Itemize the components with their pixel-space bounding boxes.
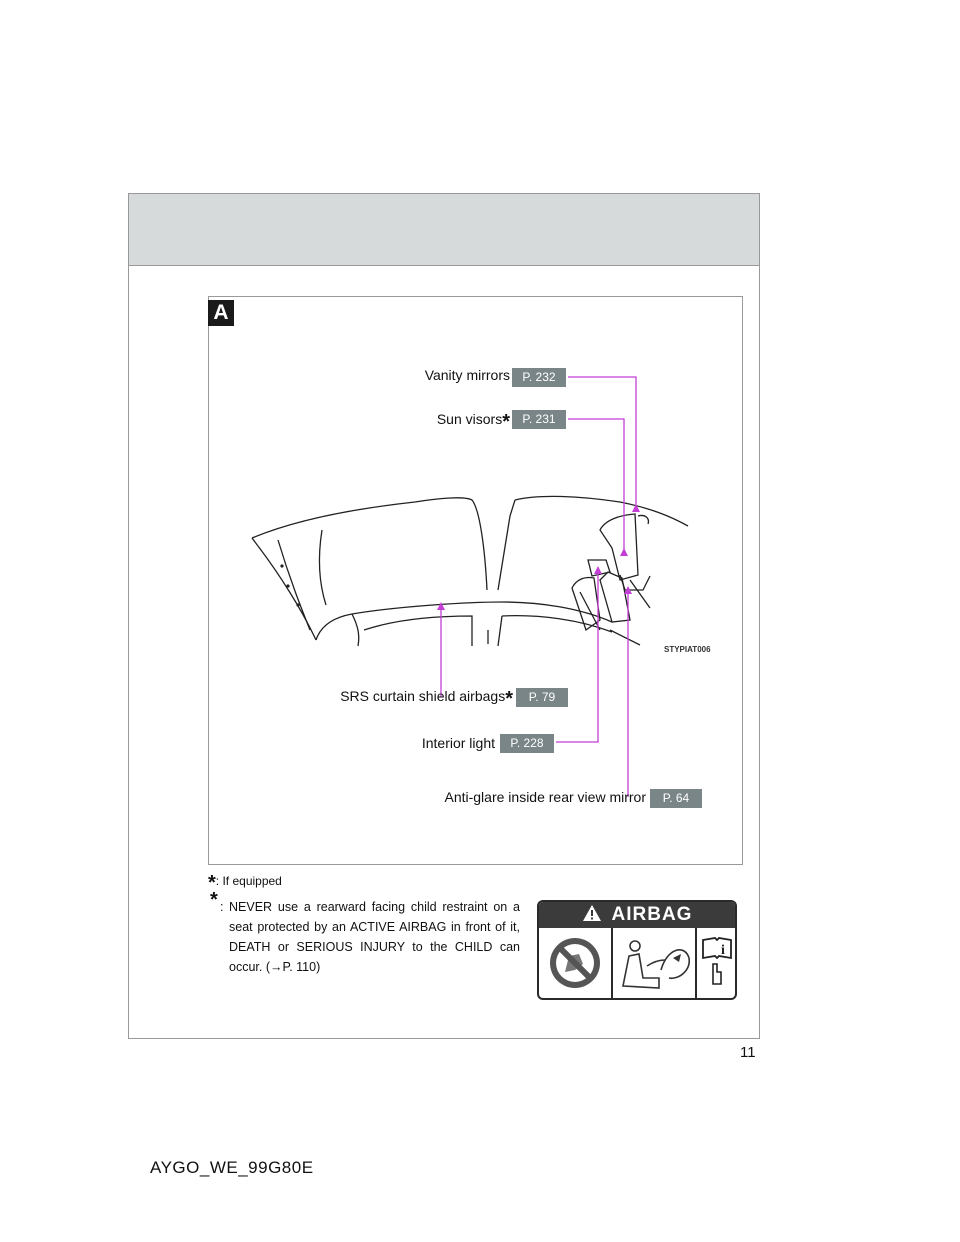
srs-curtain-page-ref[interactable]: P. 79	[516, 688, 568, 707]
callout-vanity-mirrors: Vanity mirrors	[425, 367, 510, 383]
no-rear-facing-seat-cell	[539, 928, 613, 998]
warning-asterisk: *	[210, 889, 218, 911]
footnote-text: : If equipped	[215, 874, 282, 888]
airbag-label-header: AIRBAG	[539, 902, 735, 928]
airbag-warning-label: AIRBAG i	[537, 900, 737, 1000]
sun-visors-asterisk: *	[502, 411, 510, 433]
cabin-ceiling-illustration	[251, 495, 689, 647]
page-frame	[128, 193, 760, 1039]
sun-visors-page-ref[interactable]: P. 231	[512, 410, 566, 429]
srs-curtain-label: SRS curtain shield airbags	[340, 688, 506, 704]
callout-sun-visors: Sun visors*	[436, 411, 510, 432]
document-code: AYGO_WE_99G80E	[150, 1158, 314, 1177]
child-restraint-warning: *: NEVER use a rearward facing child res…	[210, 889, 520, 977]
callout-interior-light: Interior light	[422, 735, 495, 751]
no-child-seat-icon	[550, 938, 600, 988]
footnote-if-equipped: *: If equipped	[208, 873, 282, 893]
srs-curtain-asterisk: *	[505, 688, 513, 710]
svg-text:i: i	[721, 943, 725, 958]
anti-glare-page-ref[interactable]: P. 64	[650, 789, 702, 808]
callout-srs-curtain-airbags: SRS curtain shield airbags*	[340, 688, 513, 709]
figure-code: STYPIAT006	[664, 645, 711, 654]
airbag-label-title: AIRBAG	[611, 904, 693, 925]
read-manual-cell: i	[697, 928, 735, 998]
read-manual-icon: i	[702, 937, 732, 985]
vanity-mirrors-label: Vanity mirrors	[424, 367, 510, 383]
airbag-deploy-icon	[622, 940, 690, 989]
airbag-seat-cell	[613, 928, 697, 998]
sun-visors-label: Sun visors	[436, 411, 503, 427]
anti-glare-label: Anti-glare inside rear view mirror	[444, 789, 646, 805]
footnote-asterisk: *	[208, 872, 216, 894]
header-band	[129, 194, 759, 266]
section-tab: A	[208, 300, 234, 326]
callout-anti-glare-mirror: Anti-glare inside rear view mirror	[444, 789, 646, 805]
warning-triangle-icon	[582, 905, 601, 921]
vanity-mirrors-page-ref[interactable]: P. 232	[512, 368, 566, 387]
diagram-box	[208, 296, 743, 865]
interior-light-label: Interior light	[421, 735, 495, 751]
warning-text: NEVER use a rearward facing child restra…	[229, 900, 520, 974]
page-number: 11	[740, 1044, 756, 1061]
interior-light-page-ref[interactable]: P. 228	[500, 734, 554, 753]
